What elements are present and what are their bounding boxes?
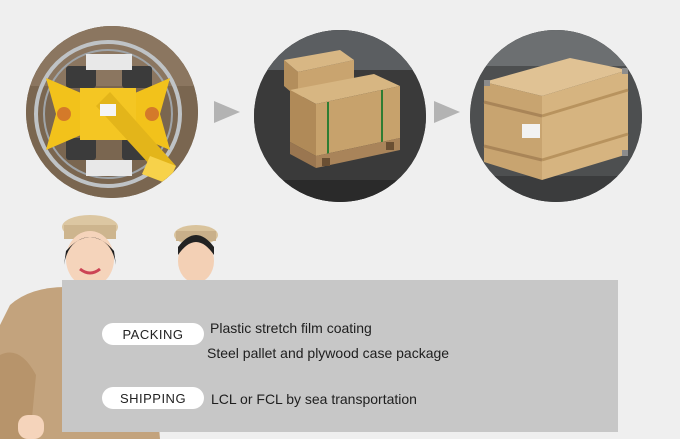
vacuum-lifter-photo bbox=[26, 26, 198, 198]
packing-badge: PACKING bbox=[102, 323, 204, 345]
shipping-line-1: LCL or FCL by sea transportation bbox=[211, 391, 417, 407]
chevron-right-icon bbox=[434, 101, 460, 123]
packing-line-2: Steel pallet and plywood case package bbox=[207, 345, 450, 361]
chevron-right-icon bbox=[214, 101, 240, 123]
wooden-crates-photo bbox=[254, 30, 426, 202]
packing-line-1: Plastic stretch film coating bbox=[210, 320, 372, 336]
shipping-badge: SHIPPING bbox=[102, 387, 204, 409]
plywood-case-photo bbox=[470, 30, 642, 202]
